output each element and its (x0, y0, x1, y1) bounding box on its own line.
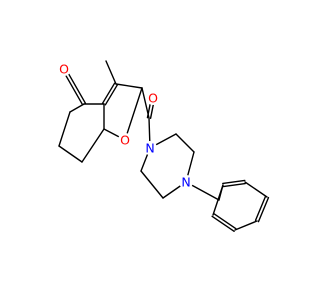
single-bond-line (234, 220, 258, 231)
double-bond-line (222, 182, 246, 188)
single-bond-line (58, 111, 71, 147)
atom-label-o-carbonyl: O (148, 91, 158, 106)
atom-label-background (179, 175, 193, 189)
atom-label-background (146, 91, 160, 105)
double-bond-line (213, 212, 237, 230)
single-bond-line (69, 103, 85, 113)
double-bond-line (211, 215, 235, 233)
bond-layer (58, 60, 270, 233)
single-bond-line (81, 128, 105, 163)
atom-label-background (118, 133, 132, 147)
atom-label-o-furan: O (120, 133, 130, 148)
single-bond-line (175, 133, 195, 153)
single-bond-line (58, 145, 83, 163)
single-bond-line (140, 170, 164, 199)
single-bond-line (244, 181, 268, 198)
atom-label-background (57, 62, 71, 76)
single-bond-line (105, 60, 117, 85)
double-bond-line (257, 196, 270, 223)
atom-label-n-benzyl: N (181, 175, 190, 190)
double-bond-line (101, 82, 116, 104)
atom-label-o-ketone: O (59, 62, 69, 77)
single-bond-line (115, 83, 143, 89)
atom-label-n-amide: N (145, 141, 154, 156)
double-bond-line (104, 84, 119, 106)
single-bond-line (212, 184, 224, 216)
double-bond-line (254, 195, 267, 222)
single-bond-line (124, 87, 143, 141)
double-bond-line (222, 179, 246, 185)
atom-label-background (143, 141, 157, 155)
